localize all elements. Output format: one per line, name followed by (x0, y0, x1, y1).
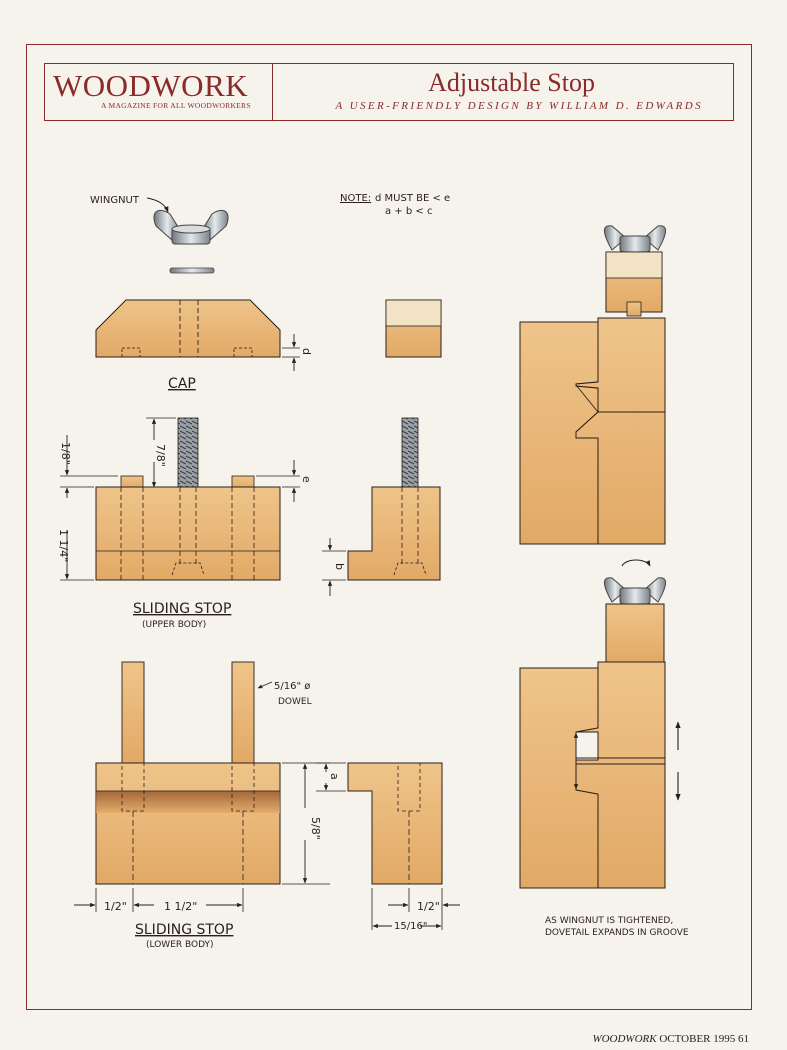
lower-body-label: (LOWER BODY) (146, 940, 214, 950)
wingnut-illustration (153, 210, 229, 245)
dim-e: e (300, 476, 313, 483)
dowel-size-label: 5/16" ø (274, 681, 310, 692)
dim-one-eighth: 1/8" (59, 442, 72, 465)
dim-fifteen-sixteenths: 15/16" (394, 921, 427, 932)
sliding-stop-upper-label: SLIDING STOP (133, 601, 231, 617)
washer-icon (169, 267, 215, 274)
assembly-relaxed-view (519, 225, 666, 545)
magazine-name: WOODWORK (53, 68, 249, 103)
caption-line2: DOVETAIL EXPANDS IN GROOVE (545, 928, 689, 938)
sliding-stop-lower-label: SLIDING STOP (135, 922, 233, 938)
masthead: WOODWORK A MAGAZINE FOR ALL WOODWORKERS … (44, 63, 734, 121)
note-line2: a + b < c (385, 206, 432, 217)
wingnut-label: WINGNUT (90, 195, 140, 206)
note-line1: d MUST BE < e (375, 193, 450, 204)
dim-half-right: 1/2" (417, 900, 440, 913)
footer-issue: OCTOBER 1995 (659, 1033, 736, 1045)
title-box: Adjustable Stop A USER-FRIENDLY DESIGN B… (273, 64, 733, 120)
footer-page-number: 61 (738, 1033, 749, 1045)
article-title: Adjustable Stop (428, 68, 595, 97)
lower-body-front-view (95, 661, 281, 885)
page-footer: WOODWORK OCTOBER 1995 61 (592, 1033, 749, 1045)
dim-five-eighths: 5/8" (309, 817, 322, 840)
magazine-tagline: A MAGAZINE FOR ALL WOODWORKERS (101, 101, 251, 110)
note-prefix: NOTE: (340, 193, 371, 204)
dim-one-quarter: 1 1/4" (57, 529, 70, 562)
dim-half-left: 1/2" (104, 900, 127, 913)
dim-d: d (300, 348, 313, 355)
dim-a: a (328, 773, 341, 780)
cap-label: CAP (168, 376, 196, 392)
upper-body-side-view (347, 417, 441, 581)
lower-body-side-view (347, 762, 443, 885)
page-border (26, 44, 752, 1010)
dowel-label: DOWEL (278, 697, 312, 707)
dim-one-half: 1 1/2" (164, 900, 197, 913)
magazine-logo: WOODWORK A MAGAZINE FOR ALL WOODWORKERS (45, 64, 273, 120)
byline: A USER-FRIENDLY DESIGN BY WILLIAM D. EDW… (335, 100, 703, 112)
assembly-tightened-view (519, 577, 666, 889)
caption-line1: AS WINGNUT IS TIGHTENED, (545, 916, 673, 926)
dim-seven-eighths: 7/8" (154, 444, 167, 467)
upper-body-label: (UPPER BODY) (142, 620, 206, 630)
footer-publication: WOODWORK (592, 1033, 657, 1045)
cap-front-view (95, 299, 281, 358)
upper-body-front-view (95, 417, 281, 581)
dim-b: b (333, 563, 346, 570)
cap-side-view (385, 299, 442, 358)
